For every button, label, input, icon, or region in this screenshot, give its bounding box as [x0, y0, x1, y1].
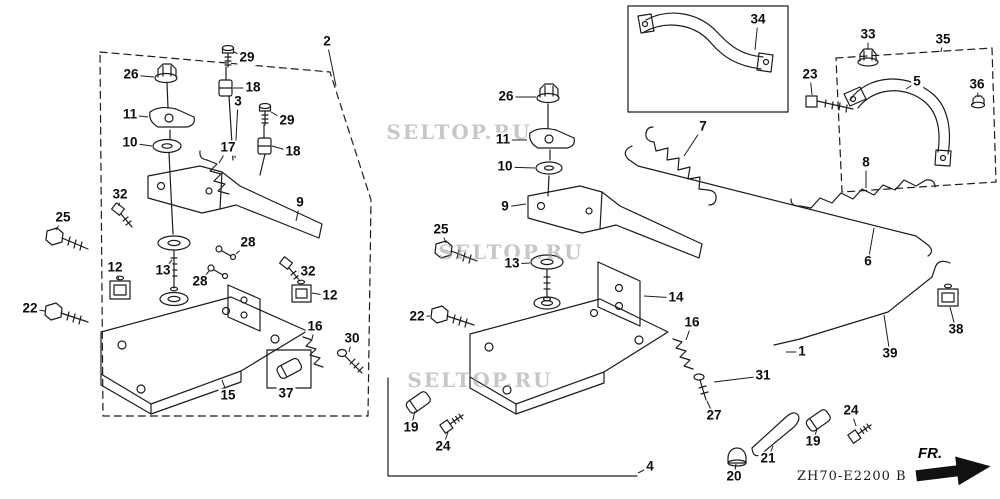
watermark: SELTOP.RU	[407, 368, 553, 392]
fr-direction-label: FR.	[918, 445, 943, 462]
diagram-code: ZH70-E2200 B	[797, 469, 907, 484]
right-assembly-art	[387, 83, 872, 477]
left-assembly-art	[44, 44, 372, 417]
linkage-art	[624, 5, 997, 346]
fr-arrow-icon	[915, 456, 991, 486]
